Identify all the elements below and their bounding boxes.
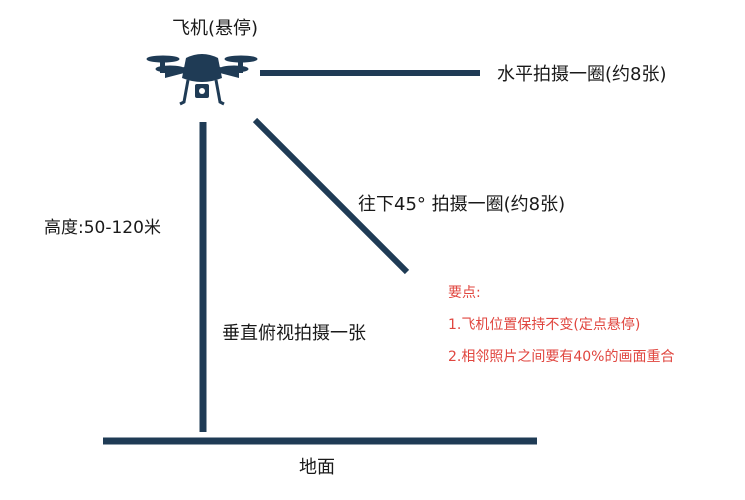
height-label: 高度:50-120米 xyxy=(44,218,161,238)
horizontal-shot-label: 水平拍摄一圈(约8张) xyxy=(497,64,667,85)
note-item: 2.相邻照片之间要有40%的画面重合 xyxy=(448,349,675,365)
notes-title: 要点: xyxy=(448,285,481,301)
drone-icon xyxy=(146,54,258,106)
oblique-shot-label: 往下45° 拍摄一圈(约8张) xyxy=(358,194,566,215)
drone-label: 飞机(悬停) xyxy=(172,18,259,39)
oblique-line xyxy=(252,117,410,275)
vertical-shot-label: 垂直俯视拍摄一张 xyxy=(222,323,366,344)
note-item: 1.飞机位置保持不变(定点悬停) xyxy=(448,317,641,333)
ground-label: 地面 xyxy=(299,457,335,478)
